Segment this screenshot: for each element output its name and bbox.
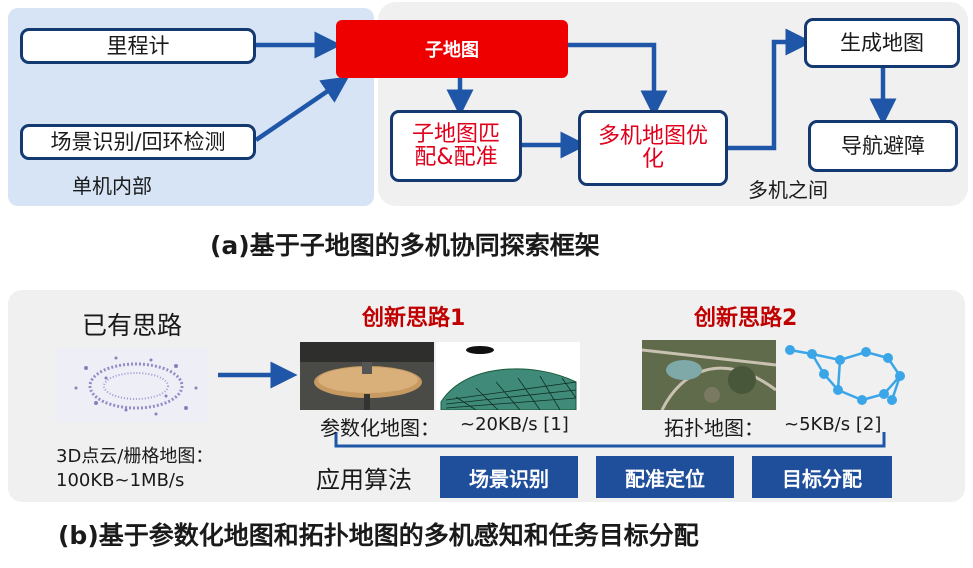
table-photo [300, 342, 434, 410]
multi-between-label: 多机之间 [748, 174, 828, 203]
submap-label: 子地图 [425, 36, 479, 62]
submap-match-line1: 子地图匹 [412, 123, 500, 146]
param-map-rate: ~20KB/s [1] [460, 414, 569, 435]
submap-box: 子地图 [336, 20, 568, 78]
topo-map-label: 拓扑地图： [664, 412, 764, 441]
scene-loop-label: 场景识别/回环检测 [50, 131, 225, 153]
caption-a: (a)基于子地图的多机协同探索框架 [210, 226, 600, 262]
param-map-label: 参数化地图： [320, 412, 440, 441]
scene-recognition-label: 场景识别 [469, 463, 549, 492]
generate-map-box: 生成地图 [804, 18, 960, 68]
submap-match-box: 子地图匹 配&配准 [390, 110, 522, 182]
pointcloud-image [56, 348, 208, 422]
existing-idea-label: 已有思路 [82, 306, 182, 342]
topology-graph [780, 340, 910, 410]
registration-badge: 配准定位 [596, 456, 734, 498]
satellite-image [642, 340, 776, 410]
generate-map-label: 生成地图 [840, 32, 924, 54]
target-assignment-label: 目标分配 [782, 463, 862, 492]
nav-avoid-label: 导航避障 [841, 135, 925, 157]
odometer-label: 里程计 [107, 35, 170, 57]
multi-opt-line1: 多机地图优 [598, 125, 708, 148]
single-internal-label: 单机内部 [72, 170, 152, 199]
pointcloud-label-line1: 3D点云/栅格地图： [56, 442, 213, 468]
parametric-mesh-image [436, 342, 580, 410]
nav-avoid-box: 导航避障 [808, 120, 958, 172]
target-assignment-badge: 目标分配 [752, 456, 892, 498]
scene-loop-box: 场景识别/回环检测 [20, 124, 256, 160]
caption-b: (b)基于参数化地图和拓扑地图的多机感知和任务目标分配 [58, 516, 699, 552]
innovation1-label: 创新思路1 [362, 300, 465, 332]
apply-algo-label: 应用算法 [316, 460, 412, 495]
registration-label: 配准定位 [625, 463, 705, 492]
odometer-box: 里程计 [20, 28, 256, 64]
topo-map-rate: ~5KB/s [2] [784, 414, 881, 435]
submap-match-line2: 配&配准 [414, 146, 497, 169]
innovation2-label: 创新思路2 [694, 300, 797, 332]
pointcloud-label-line2: 100KB~1MB/s [56, 470, 184, 491]
multi-opt-line2: 化 [642, 148, 664, 171]
multi-opt-box: 多机地图优 化 [578, 110, 728, 186]
scene-recognition-badge: 场景识别 [440, 456, 578, 498]
